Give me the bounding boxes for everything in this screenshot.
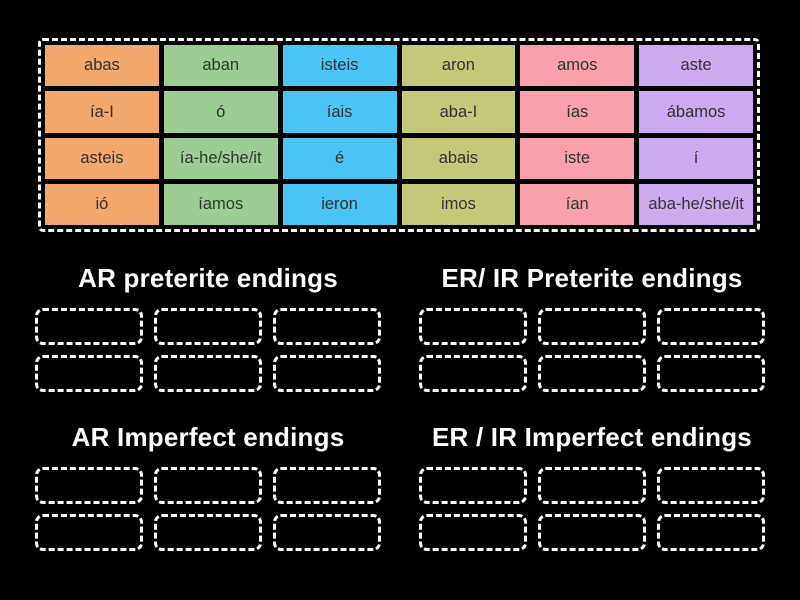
word-tile[interactable]: amos [520, 45, 635, 87]
word-tile[interactable]: í [639, 137, 753, 179]
drop-slot[interactable] [273, 514, 381, 551]
drop-slot[interactable] [419, 355, 527, 392]
category-ar-preterite: AR preterite endings [35, 261, 381, 392]
drop-slot[interactable] [273, 467, 381, 504]
word-tile[interactable]: ía-I [45, 91, 159, 133]
word-tile[interactable]: ó [163, 91, 278, 133]
word-tile[interactable]: ías [520, 91, 635, 133]
category-title-er-ir-imperfect: ER / IR Imperfect endings [432, 422, 752, 452]
word-tile[interactable]: ían [520, 183, 635, 225]
word-tile[interactable]: aba-I [401, 91, 516, 133]
slot-grid-ar-preterite [35, 308, 381, 392]
category-title-ar-preterite: AR preterite endings [78, 263, 338, 293]
word-tile[interactable]: abais [401, 137, 516, 179]
category-title-ar-imperfect: AR Imperfect endings [71, 422, 345, 452]
category-er-ir-preterite: ER/ IR Preterite endings [419, 261, 765, 392]
word-tile[interactable]: iste [520, 137, 635, 179]
drop-slot[interactable] [538, 514, 646, 551]
drop-slot[interactable] [657, 308, 765, 345]
drop-slot[interactable] [538, 308, 646, 345]
word-tile[interactable]: íais [282, 91, 397, 133]
word-tile[interactable]: ía-he/she/it [163, 137, 278, 179]
word-tile[interactable]: aron [401, 45, 516, 87]
word-tile[interactable]: íamos [163, 183, 278, 225]
word-tile[interactable]: aba-he/she/it [639, 183, 753, 225]
word-tile[interactable]: isteis [282, 45, 397, 87]
drop-slot[interactable] [419, 514, 527, 551]
drop-slot[interactable] [538, 467, 646, 504]
word-tile[interactable]: aste [639, 45, 753, 87]
word-tile[interactable]: ió [45, 183, 159, 225]
drop-slot[interactable] [35, 308, 143, 345]
drop-slot[interactable] [154, 514, 262, 551]
drop-slot[interactable] [657, 355, 765, 392]
slot-grid-ar-imperfect [35, 467, 381, 551]
drop-slot[interactable] [419, 308, 527, 345]
drop-slot[interactable] [538, 355, 646, 392]
category-title-er-ir-preterite: ER/ IR Preterite endings [441, 263, 743, 293]
drop-slot[interactable] [35, 467, 143, 504]
word-tile[interactable]: ábamos [639, 91, 753, 133]
word-tile[interactable]: abas [45, 45, 159, 87]
drop-slot[interactable] [35, 355, 143, 392]
drop-slot[interactable] [154, 355, 262, 392]
slot-grid-er-ir-preterite [419, 308, 765, 392]
drop-slot[interactable] [657, 467, 765, 504]
slot-grid-er-ir-imperfect [419, 467, 765, 551]
drop-slot[interactable] [273, 308, 381, 345]
word-tile[interactable]: é [282, 137, 397, 179]
word-tile[interactable]: aban [163, 45, 278, 87]
drop-slot[interactable] [35, 514, 143, 551]
category-er-ir-imperfect: ER / IR Imperfect endings [419, 420, 765, 551]
drop-slot[interactable] [419, 467, 527, 504]
word-tile[interactable]: ieron [282, 183, 397, 225]
word-tile[interactable]: imos [401, 183, 516, 225]
category-ar-imperfect: AR Imperfect endings [35, 420, 381, 551]
word-tile[interactable]: asteis [45, 137, 159, 179]
drop-slot[interactable] [154, 467, 262, 504]
drop-slot[interactable] [657, 514, 765, 551]
drop-slot[interactable] [154, 308, 262, 345]
drop-slot[interactable] [273, 355, 381, 392]
